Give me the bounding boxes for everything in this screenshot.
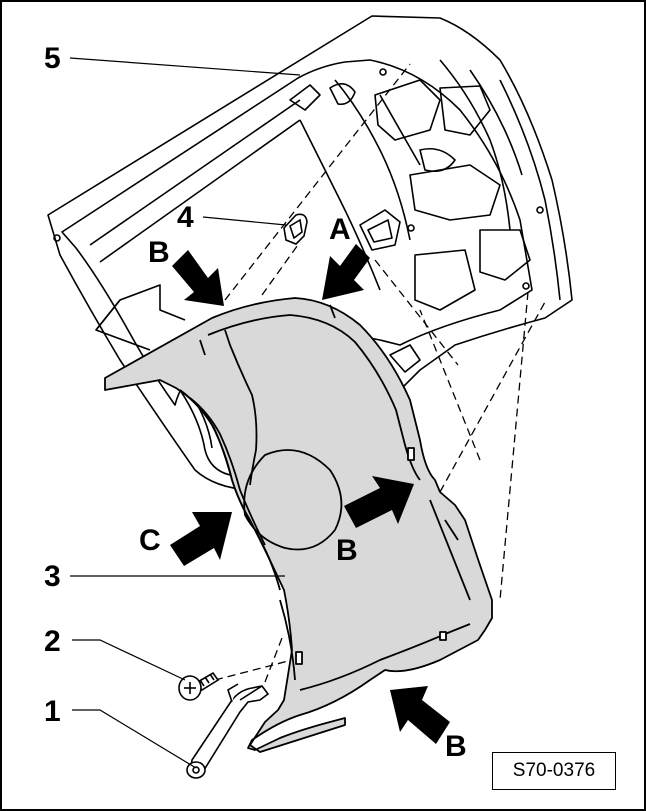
label-c: C	[139, 524, 161, 557]
arrow-b-middle	[344, 476, 414, 528]
arrow-b-lower	[390, 686, 450, 744]
tailgate-frame	[47, 15, 573, 491]
arrow-c	[170, 512, 232, 566]
label-b-lower: B	[445, 730, 467, 763]
label-3: 3	[44, 560, 61, 593]
trim-panel	[104, 297, 493, 753]
label-4: 4	[177, 201, 194, 234]
reference-code: S70-0376	[492, 752, 616, 790]
assembly-lines	[214, 63, 546, 683]
leader-lines	[69, 57, 301, 769]
label-2: 2	[44, 625, 61, 658]
label-b-middle: B	[336, 534, 358, 567]
arrow-b-upper	[172, 250, 224, 306]
screw-part	[178, 671, 220, 701]
label-1: 1	[44, 695, 61, 728]
label-a: A	[329, 213, 351, 246]
label-b-upper: B	[148, 236, 170, 269]
label-5: 5	[44, 42, 61, 75]
clip-part	[283, 213, 308, 245]
bracket-part	[186, 683, 270, 779]
arrow-a	[322, 244, 370, 300]
